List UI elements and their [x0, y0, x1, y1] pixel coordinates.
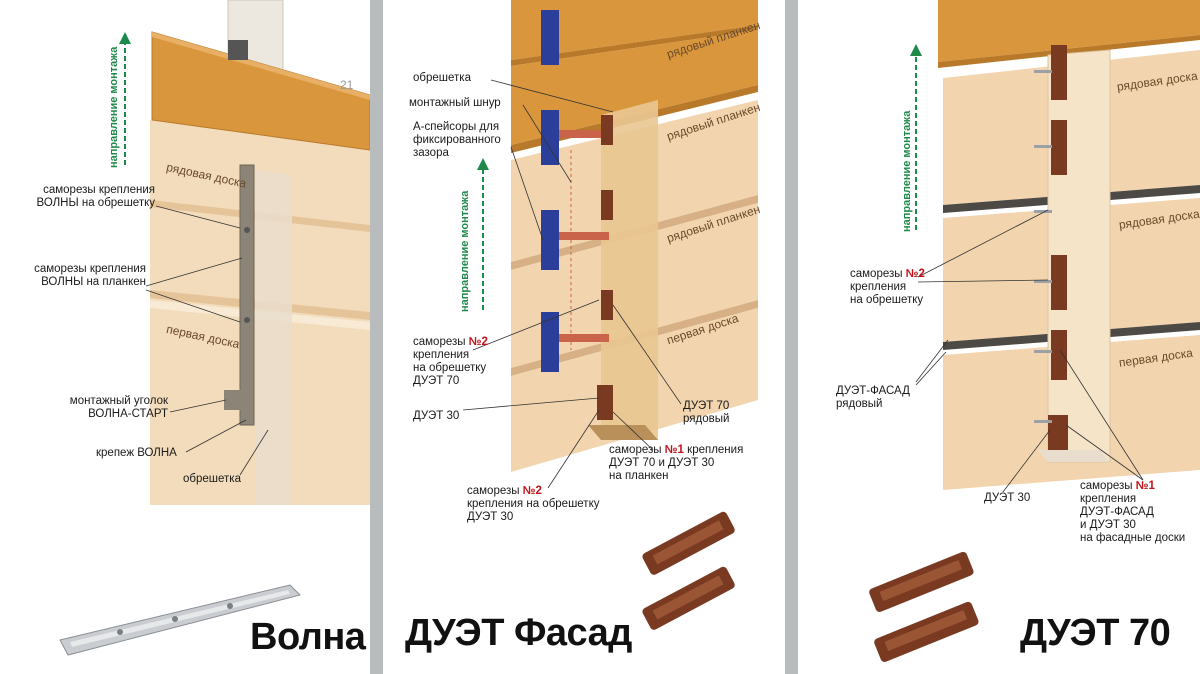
direction-label: направление монтажа — [459, 190, 471, 312]
page-number: 21 — [340, 78, 354, 92]
label-lath: обрешетка — [183, 473, 241, 485]
label-screws-no2: саморезы №2 крепления на обрешетку — [850, 268, 925, 306]
panel-volna: 21 направление монтажа рядовая доска пер… — [0, 0, 370, 674]
label-screws-no2-duet30: саморезы №2 крепления на обрешетку ДУЭТ … — [467, 485, 600, 523]
product-title: ДУЭТ 70 — [1020, 612, 1171, 654]
volna-diagram — [59, 0, 370, 656]
label-duet70: ДУЭТ 70 рядовый — [683, 400, 730, 425]
label-fastener: крепеж ВОЛНА — [96, 447, 177, 459]
product-title: ДУЭТ Фасад — [405, 612, 632, 654]
label-duet30: ДУЭТ 30 — [413, 410, 460, 422]
label-spacers: А-спейсоры для фиксированного зазора — [413, 121, 501, 159]
label-corner: монтажный уголок ВОЛНА-СТАРТ — [69, 395, 168, 420]
panel-duet-fasad: направление монтажа рядовый планкен рядо… — [383, 0, 785, 674]
panel-duet70: направление монтажа рядовая доска рядова… — [798, 0, 1200, 674]
direction-label: направление монтажа — [108, 46, 120, 168]
label-screws-no1: саморезы №1 крепления ДУЭТ-ФАСАД и ДУЭТ … — [1080, 480, 1186, 544]
label-screws-lath: саморезы крепления ВОЛНЫ на обрешетку — [36, 184, 155, 209]
label-duet30: ДУЭТ 30 — [984, 492, 1031, 504]
duet-fasad-diagram — [462, 0, 758, 630]
direction-label: направление монтажа — [901, 110, 913, 232]
label-screws-no2: саморезы №2 крепления на обрешетку ДУЭТ … — [413, 336, 488, 387]
label-lath: обрешетка — [413, 72, 471, 84]
label-duet-fasad: ДУЭТ-ФАСАД рядовый — [836, 385, 910, 410]
label-cord: монтажный шнур — [409, 97, 501, 109]
duet70-diagram — [869, 0, 1200, 662]
label-screws-no1: саморезы №1 крепления ДУЭТ 70 и ДУЭТ 30 … — [609, 444, 744, 482]
label-screws-planken: саморезы крепления ВОЛНЫ на планкен — [34, 263, 146, 288]
product-title: Волна — [250, 616, 366, 658]
